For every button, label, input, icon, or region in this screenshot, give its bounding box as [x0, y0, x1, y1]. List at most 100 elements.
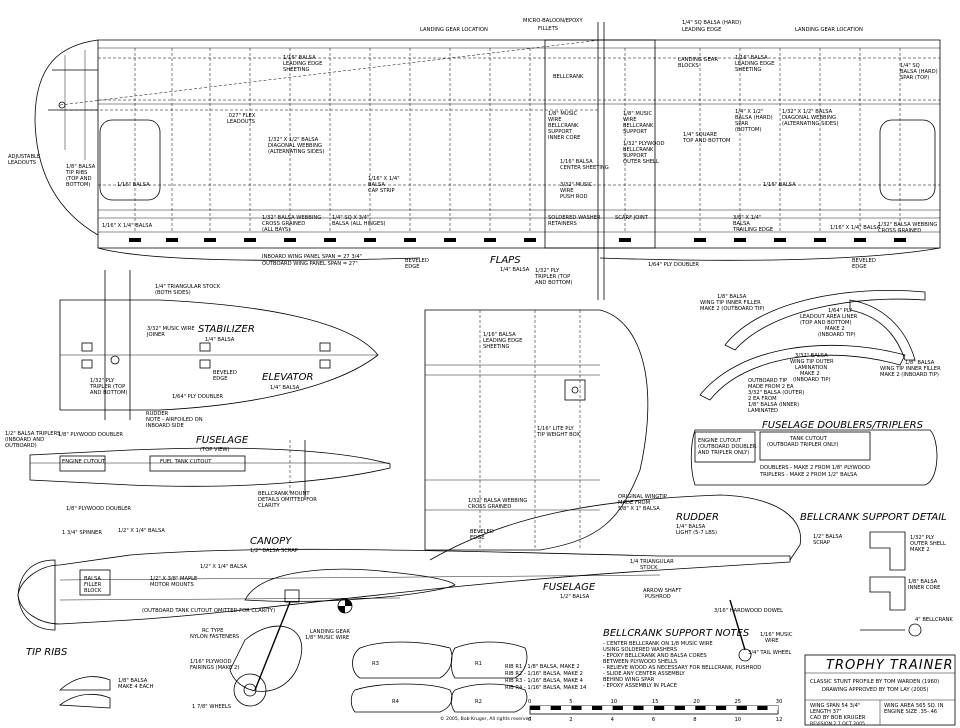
- tripler-label: 1/32" PLY: [535, 268, 560, 274]
- bsd-ply-label-3: MAKE 2: [910, 547, 930, 553]
- inboard-span-label: INBOARD WING PANEL SPAN = 27 3/4": [262, 254, 362, 260]
- outboard-tip-label-4: 2 EA FROM: [748, 396, 777, 402]
- leadout-liner-label-3: (TOP AND BOTTOM): [800, 320, 852, 326]
- bsd-ply-label: 1/32" PLY: [910, 535, 935, 541]
- wing-ribs: [129, 48, 906, 242]
- scale-cell: [602, 706, 613, 710]
- filler-block-label-2: FILLER: [84, 582, 102, 588]
- rib-r2-tag: R2: [475, 699, 482, 705]
- center-le-label: 1/16" BALSA: [483, 332, 516, 338]
- cross-web-label-2: CROSS GRAINED: [262, 221, 305, 227]
- fillets-label: FILLETS: [538, 26, 558, 32]
- scale-cell: [705, 706, 716, 710]
- stabilizer: [59, 270, 379, 420]
- outboard-tip-label-5: 1/8" BALSA (INNER): [748, 402, 799, 408]
- le-square-label-2: LEADING EDGE: [682, 27, 721, 33]
- webbing-label: 1/32" X 1/2" BALSA: [268, 137, 319, 143]
- fuel-cutout-label: FUEL TANK CUTOUT: [160, 459, 212, 465]
- cap-right-label: 1/16" X 1/4" BALSA: [830, 225, 881, 231]
- bellcrank-4in-label: 4" BELLCRANK: [915, 617, 953, 623]
- scale-cell: [767, 706, 778, 710]
- spinner-label: 1 3/4" SPINNER: [62, 530, 102, 536]
- rib-r3-tag: R3: [372, 661, 379, 667]
- hinge-block: [324, 238, 336, 242]
- tip-filler-label: 1/8" BALSA: [717, 294, 747, 300]
- scale-bottom-label: 12: [776, 717, 783, 723]
- bsd-ply-label-2: OUTER SHELL: [910, 541, 946, 547]
- bellcrank-notes-title: BELLCRANK SUPPORT NOTES: [603, 628, 750, 639]
- title: TROPHY TRAINER: [826, 658, 954, 673]
- rib-r3-note: RIB R3 - 1/16" BALSA, MAKE 4: [505, 678, 584, 684]
- fd-engine-label-3: AND TRIPLER ONLY): [698, 450, 749, 456]
- spec-length: LENGTH 37": [810, 709, 842, 715]
- bellcrank-note-6: - SLIDE ANY CENTER ASSEMBLY: [603, 671, 686, 677]
- filler-block-label-3: BLOCK: [84, 588, 102, 594]
- outer-shell-label-4: MAKE 2: [800, 371, 820, 377]
- triplers-label: 1/2" BALSA TRIPLERS: [5, 431, 60, 437]
- le-sheeting-right: 1/16" BALSA: [735, 55, 768, 61]
- le-sheeting-right-3: SHEETING: [735, 67, 761, 73]
- rib-r2-note: RIB R2 - 1/16" BALSA, MAKE 2: [505, 671, 583, 677]
- inboard-filler-label: 1/8" BALSA: [905, 360, 935, 366]
- scale-cell: [726, 706, 737, 710]
- motor-mounts-label-2: MOTOR MOUNTS: [150, 582, 194, 588]
- flex-label: .027" FLEX: [227, 113, 256, 119]
- rudder-title: RUDDER: [676, 512, 719, 523]
- flex-label-2: LEADOUTS: [227, 119, 255, 125]
- scale-cell: [695, 706, 706, 710]
- webbing-right-3: (ALTERNATING SIDES): [782, 121, 838, 127]
- scale-cell: [643, 706, 654, 710]
- fd-engine-label: ENGINE CUTOUT: [698, 438, 742, 444]
- scale-cell: [684, 706, 696, 710]
- stab-bevel-label-2: EDGE: [213, 376, 228, 382]
- filler-block-label: BALSA: [84, 576, 101, 582]
- title-block: [804, 654, 956, 726]
- landing-gear-label-left: LANDING GEAR LOCATION: [420, 27, 488, 33]
- adjustable-leadouts-label-2: LEADOUTS: [8, 160, 36, 166]
- webbing-label-2: DIAGONAL WEBBING: [268, 143, 322, 149]
- bevel-left-label: BEVELED: [405, 258, 429, 264]
- hinge-block: [524, 238, 536, 242]
- nylon-fastener-label-2: NYLON FASTENERS: [190, 634, 239, 640]
- hinge-block: [694, 238, 706, 242]
- rudder-note-label-2: NOTE - AIRFOILED ON: [146, 417, 203, 423]
- le-square-label: 1/4" SQ BALSA (HARD): [682, 20, 741, 26]
- bellcrank-mount-label: BELLCRANK MOUNT: [258, 491, 310, 497]
- landing-gear-wire-label-2: 1/8" MUSIC WIRE: [305, 635, 349, 641]
- fd-engine-label-2: (OUTBOARD DOUBLER: [698, 444, 757, 450]
- pushrod-label-3: PUSH ROD: [560, 194, 587, 200]
- scale-cell: [664, 706, 675, 710]
- le-sheeting-label-3: SHEETING: [283, 67, 309, 73]
- stabilizer-sub: 1/4" BALSA: [205, 337, 235, 343]
- tip-ribs-label: 1/8" BALSA: [66, 164, 96, 170]
- elevator-title: ELEVATOR: [262, 372, 313, 383]
- lg-blocks-label-2: BLOCKS: [678, 63, 699, 69]
- fuselage-side-view: [17, 494, 802, 707]
- wing-panel: [34, 22, 941, 300]
- hinge-block: [484, 238, 496, 242]
- scale-cell: [571, 706, 582, 710]
- spar-label: 1/4" X 1/2": [735, 109, 763, 115]
- spar-top-label: 1/4" SQ: [900, 63, 920, 69]
- scale-tick-label: 30: [776, 699, 783, 705]
- spar-top-label-3: SPAR (TOP): [900, 75, 929, 81]
- plywood-doubler-bottom: 1/8" PLYWOOD DOUBLER: [66, 506, 131, 512]
- bsd-core-label-2: INNER CORE: [908, 585, 940, 591]
- cross-web-label: 1/32" BALSA WEBBING: [262, 215, 321, 221]
- scale-cell: [674, 706, 685, 710]
- scale-bottom-label: 10: [735, 717, 742, 723]
- outer-shell-label-5: (INBOARD TIP): [793, 377, 831, 383]
- motor-mounts-label: 1/2" X 3/8" MAPLE: [150, 576, 197, 582]
- fairing-label: 1/16" PLYWOOD: [190, 659, 231, 665]
- outboard-tip-label-3: 3/32" BALSA (OUTER): [748, 390, 804, 396]
- bellcrank-note-4: BETWEEN PLYWOOD SHELLS: [603, 659, 677, 665]
- bellcrank-support-detail: [860, 531, 922, 637]
- wing-tip-plan: [424, 309, 649, 551]
- outer-shell-label-3: LAMINATION: [795, 365, 827, 371]
- webbing-label-3: (ALTERNATING SIDES): [268, 149, 324, 155]
- inboard-filler-label-2: WING TIP INNER FILLER: [880, 366, 941, 372]
- webbing-right: 1/32" X 1/2" BALSA: [782, 109, 833, 115]
- inner-core-label: 1/8" MUSIC: [548, 111, 577, 117]
- bellcrank-mount-label-2: DETAILS OMITTED FOR: [258, 497, 317, 503]
- spar-label-2: BALSA (HARD): [735, 115, 773, 121]
